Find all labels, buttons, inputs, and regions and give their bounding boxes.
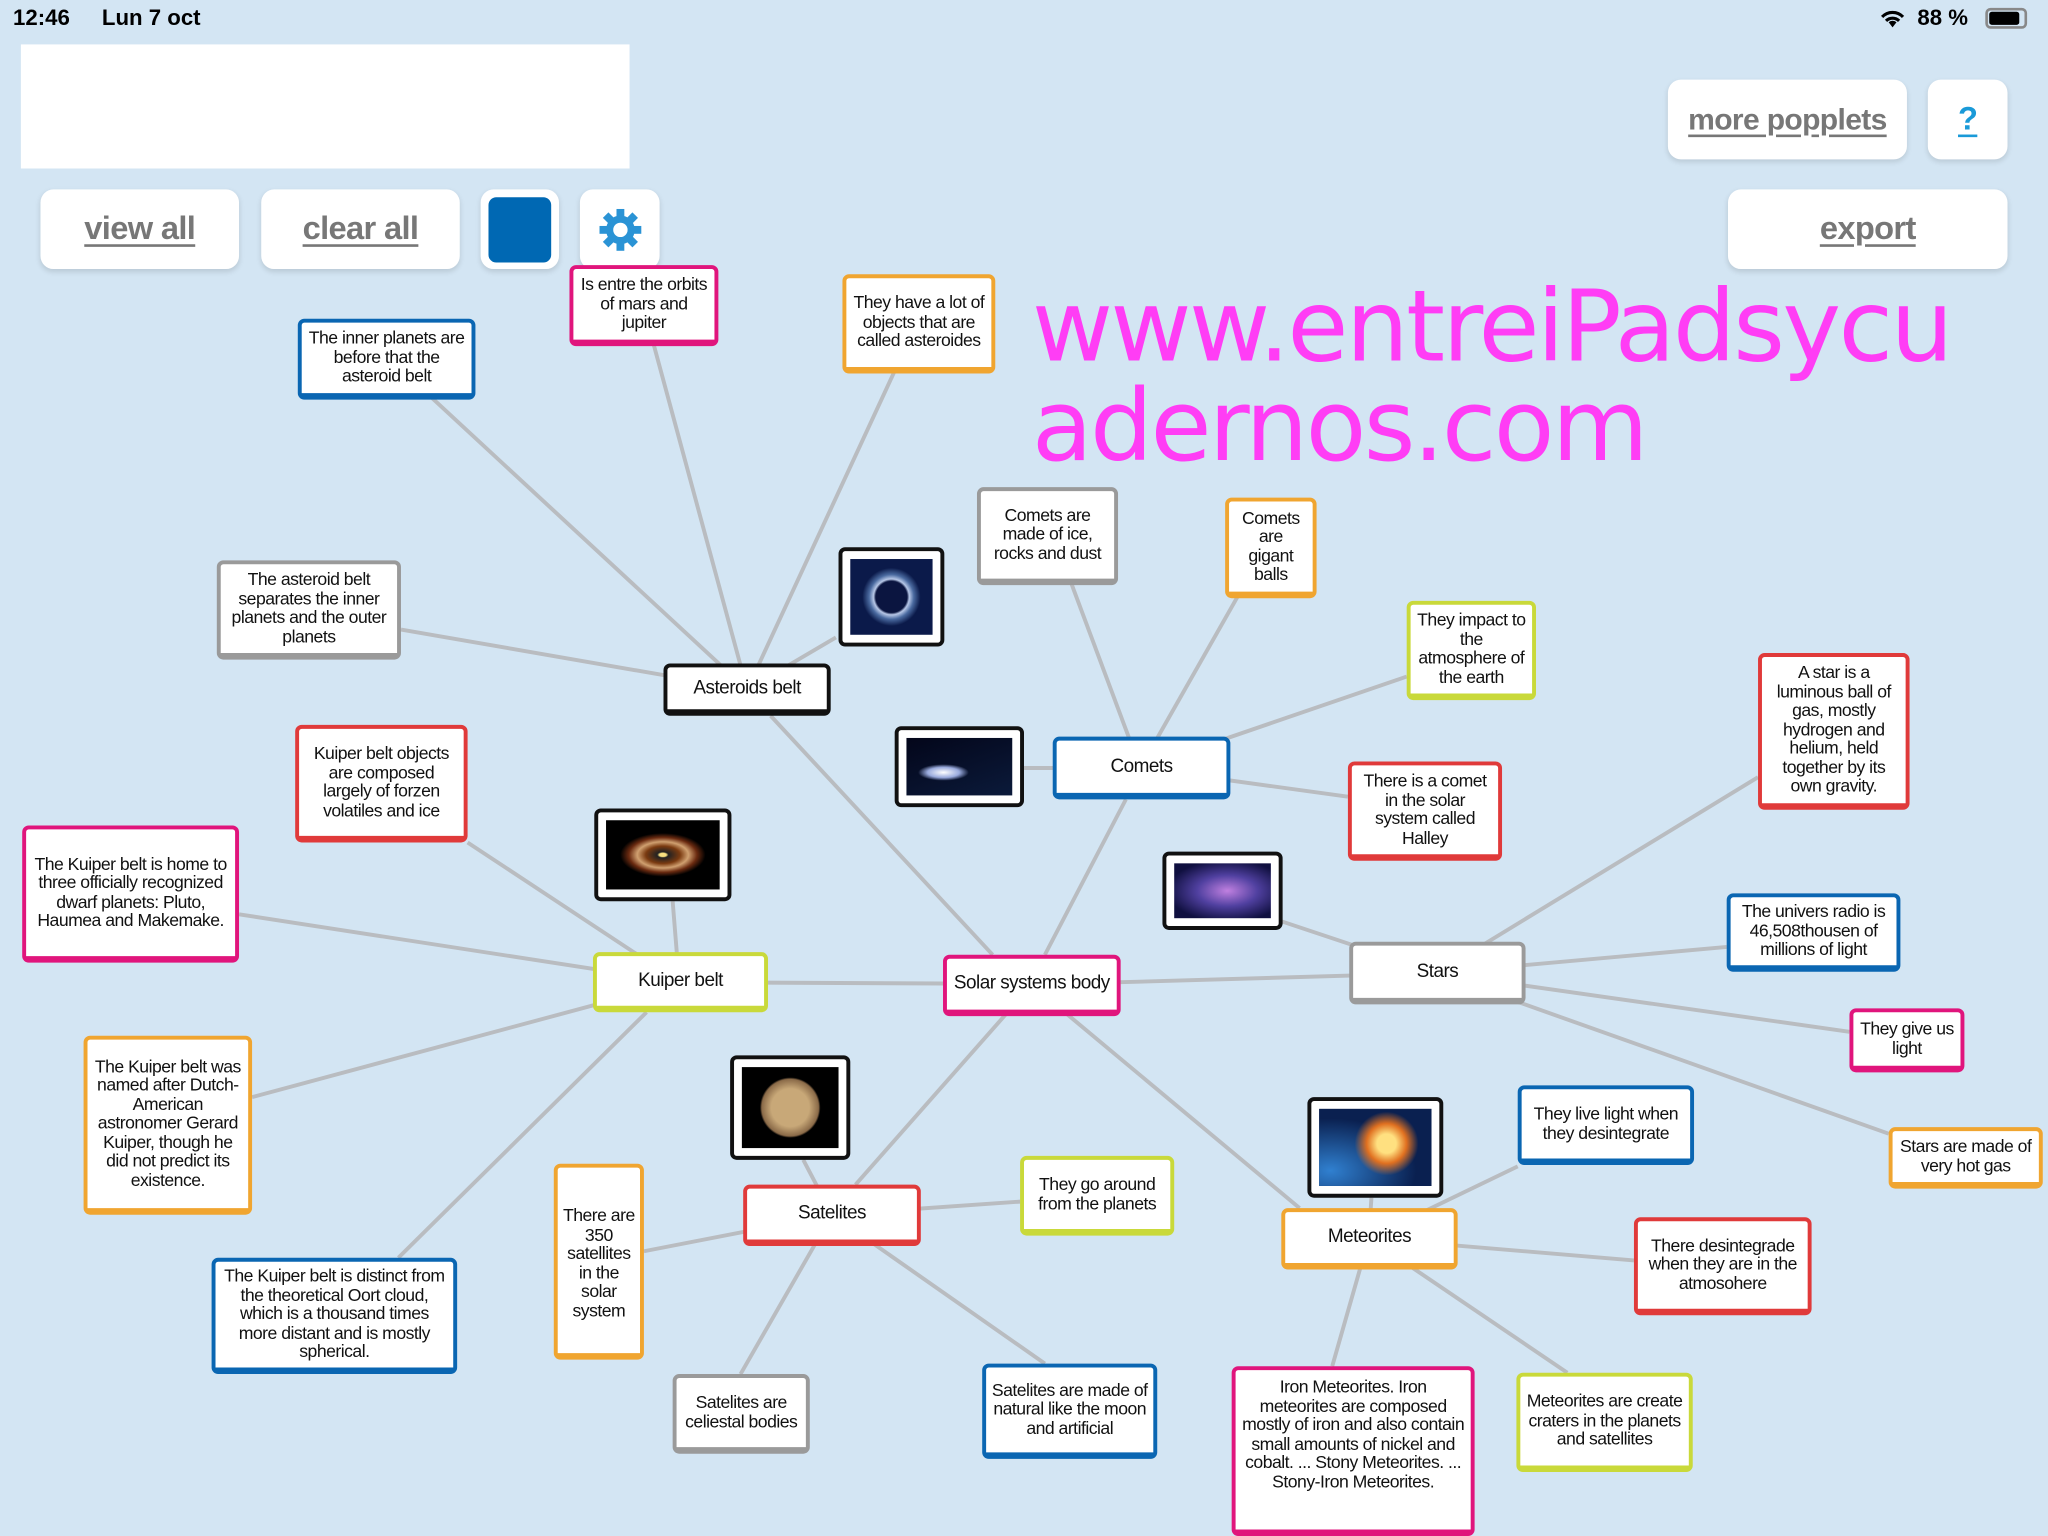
node-comets-gigant[interactable]: Comets are gigant balls <box>1225 497 1317 599</box>
export-button[interactable]: export <box>1727 189 2008 270</box>
node-desintegrade[interactable]: There desintegrade when they are in the … <box>1633 1217 1812 1316</box>
node-satelites[interactable]: Satelites <box>743 1184 921 1247</box>
node-inner-planets[interactable]: The inner planets are before that the as… <box>297 318 476 400</box>
node-comets[interactable]: Comets <box>1052 736 1231 800</box>
node-350-satellites[interactable]: There are 350 satellites in the solar sy… <box>553 1163 644 1360</box>
node-lot-of-objects[interactable]: They have a lot of objects that are call… <box>842 274 996 374</box>
node-go-around[interactable]: They go around from the planets <box>1020 1155 1175 1236</box>
node-give-light[interactable]: They give us light <box>1849 1008 1965 1073</box>
node-natural-artificial[interactable]: Satelites are made of natural like the m… <box>982 1363 1158 1459</box>
moon-image[interactable] <box>730 1055 851 1160</box>
node-kuiper-belt[interactable]: Kuiper belt <box>592 952 768 1013</box>
node-univers-radio[interactable]: The univers radio is 46,508thousen of mi… <box>1726 893 1901 972</box>
node-between-orbits[interactable]: Is entre the orbits of mars and jupiter <box>569 265 719 347</box>
title-box[interactable] <box>20 44 630 169</box>
node-celestial-bodies[interactable]: Satelites are celiestal bodies <box>672 1374 810 1454</box>
battery-percent: 88 % <box>1917 5 1968 31</box>
node-kuiper-home[interactable]: The Kuiper belt is home to three officia… <box>22 825 240 963</box>
node-meteorites[interactable]: Meteorites <box>1281 1208 1458 1270</box>
node-kuiper-objects[interactable]: Kuiper belt objects are composed largely… <box>295 724 468 843</box>
node-kuiper-named[interactable]: The Kuiper belt was named after Dutch-Am… <box>83 1035 253 1215</box>
node-hot-gas[interactable]: Stars are made of very hot gas <box>1888 1127 2043 1189</box>
node-craters[interactable]: Meteorites are create craters in the pla… <box>1516 1372 1693 1472</box>
node-kuiper-distinct[interactable]: The Kuiper belt is distinct from the the… <box>211 1257 458 1375</box>
settings-button[interactable] <box>579 189 660 270</box>
color-swatch <box>488 196 552 262</box>
node-star-definition[interactable]: A star is a luminous ball of gas, mostly… <box>1758 653 1910 810</box>
battery-icon <box>1985 7 2028 29</box>
wifi-icon <box>1878 8 1907 35</box>
node-iron-meteorites[interactable]: Iron Meteorites. Iron meteorites are com… <box>1231 1366 1475 1536</box>
status-time: 12:46 <box>13 5 70 31</box>
solar-system-image[interactable] <box>594 808 732 902</box>
node-halley[interactable]: There is a comet in the solar system cal… <box>1347 761 1503 861</box>
node-comets-made[interactable]: Comets are made of ice, rocks and dust <box>976 487 1119 586</box>
status-date: Lun 7 oct <box>101 5 201 31</box>
galaxy-image[interactable] <box>1162 851 1283 930</box>
node-asteroid-separates[interactable]: The asteroid belt separates the inner pl… <box>216 560 401 660</box>
more-popplets-button[interactable]: more popplets <box>1667 79 1907 160</box>
node-solar-systems-body[interactable]: Solar systems body <box>943 954 1121 1017</box>
node-asteroids-belt[interactable]: Asteroids belt <box>663 663 831 716</box>
color-picker-button[interactable] <box>480 189 560 270</box>
node-comets-impact[interactable]: They impact to the atmosphere of the ear… <box>1406 600 1536 701</box>
view-all-button[interactable]: view all <box>40 189 240 270</box>
help-button[interactable]: ? <box>1927 79 2008 160</box>
gear-icon <box>598 208 641 251</box>
asteroid-belt-image[interactable] <box>838 547 945 647</box>
comet-image[interactable] <box>894 726 1024 808</box>
clear-all-button[interactable]: clear all <box>261 189 460 270</box>
node-live-light[interactable]: They live light when they desintegrate <box>1517 1085 1695 1166</box>
meteor-image[interactable] <box>1307 1097 1444 1198</box>
node-stars[interactable]: Stars <box>1349 941 1526 1005</box>
